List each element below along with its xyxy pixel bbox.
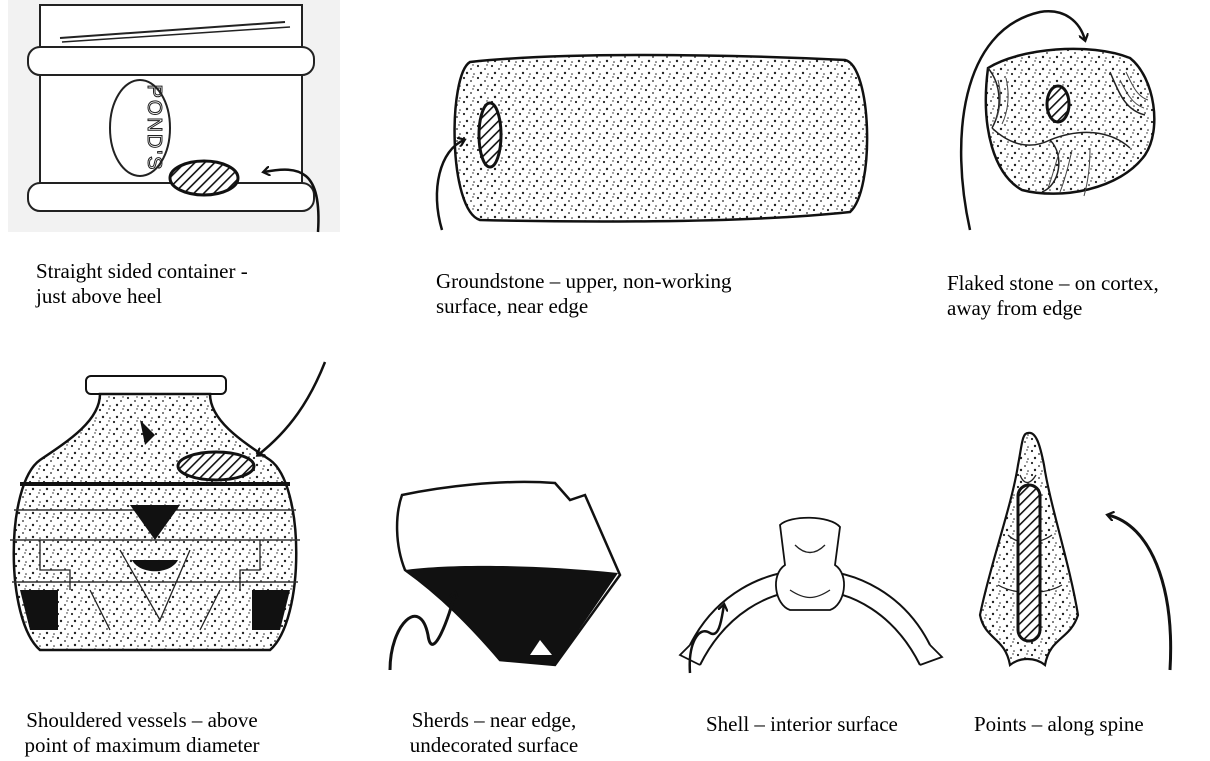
sherd-caption: Sherds – near edge, undecorated surface: [380, 708, 608, 758]
pond-jar-illustration: POND'S: [0, 0, 360, 240]
projectile-point-illustration: [960, 425, 1210, 675]
label-spot: [1018, 485, 1040, 641]
container-caption: Straight sided container - just above he…: [36, 259, 248, 309]
flaked-stone-caption: Flaked stone – on cortex, away from edge: [947, 271, 1159, 321]
shouldered-vessel-illustration: [0, 360, 340, 670]
vessel-panel: Shouldered vessels – above point of maxi…: [0, 360, 340, 761]
sherd-panel: Sherds – near edge, undecorated surface: [380, 465, 650, 761]
groundstone-panel: Groundstone – upper, non-working surface…: [420, 40, 880, 330]
container-panel: POND'S Straight sided container - just a…: [0, 0, 360, 320]
label-spot: [170, 161, 238, 195]
flaked-stone-illustration: [940, 0, 1210, 240]
label-spot: [178, 452, 254, 480]
label-spot: [1047, 86, 1069, 122]
flaked-stone-panel: Flaked stone – on cortex, away from edge: [940, 0, 1210, 340]
sherd-illustration: [380, 465, 650, 675]
pointer-arrow: [1108, 515, 1171, 670]
label-spot: [479, 103, 501, 167]
groundstone-caption: Groundstone – upper, non-working surface…: [436, 269, 731, 319]
pointer-arrow: [258, 362, 325, 455]
vessel-caption: Shouldered vessels – above point of maxi…: [0, 708, 284, 758]
groundstone-illustration: [420, 40, 880, 240]
point-panel: Points – along spine: [960, 425, 1210, 761]
shell-panel: Shell – interior surface: [660, 505, 960, 761]
point-caption: Points – along spine: [974, 712, 1144, 737]
shell-caption: Shell – interior surface: [706, 712, 898, 737]
shell-illustration: [660, 505, 960, 675]
jar-label: POND'S: [143, 85, 165, 172]
